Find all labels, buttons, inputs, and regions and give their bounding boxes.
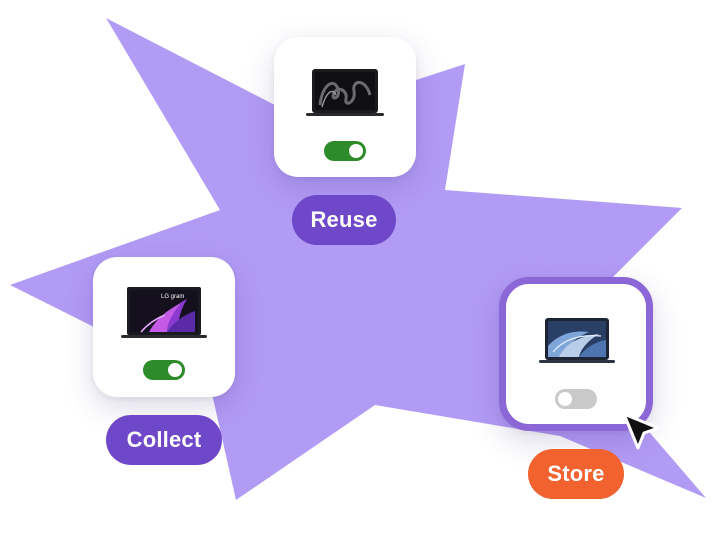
reuse-toggle[interactable]: [324, 141, 366, 161]
macbook-air-icon: [539, 318, 615, 363]
store-label[interactable]: Store: [528, 449, 624, 499]
toggle-knob: [349, 144, 363, 158]
collect-toggle[interactable]: [143, 360, 185, 380]
mouse-pointer-icon: [622, 412, 660, 450]
store-toggle[interactable]: [555, 389, 597, 409]
collect-device-card[interactable]: LG gram: [93, 257, 235, 397]
store-device-card[interactable]: [499, 277, 653, 431]
macbook-pro-dark-icon: [306, 69, 384, 116]
toggle-knob: [558, 392, 572, 406]
laptop-brand-text: LG gram: [161, 294, 184, 300]
lg-gram-laptop-icon: LG gram: [121, 287, 207, 338]
reuse-device-card[interactable]: [274, 37, 416, 177]
reuse-label[interactable]: Reuse: [292, 195, 396, 245]
toggle-knob: [168, 363, 182, 377]
collect-label[interactable]: Collect: [106, 415, 222, 465]
